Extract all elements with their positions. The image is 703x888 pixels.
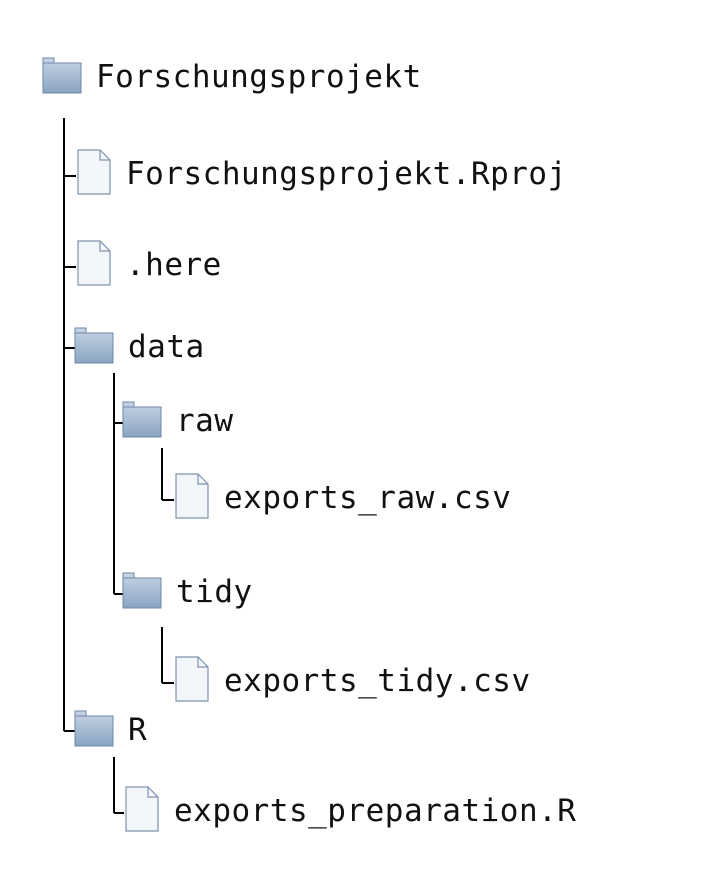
tree-node-file[interactable]: .here xyxy=(76,239,222,286)
tree-node-label: exports_raw.csv xyxy=(224,480,512,516)
tree-node-file[interactable]: exports_raw.csv xyxy=(174,472,512,519)
tree-node-folder[interactable]: tidy xyxy=(122,572,253,612)
tree-node-label: exports_preparation.R xyxy=(174,793,577,829)
tree-node-label: tidy xyxy=(176,574,253,610)
tree-node-label: data xyxy=(128,329,205,365)
folder-icon xyxy=(122,570,162,615)
tree-node-root[interactable]: Forschungsprojekt xyxy=(42,57,422,97)
tree-node-folder[interactable]: raw xyxy=(122,401,234,441)
tree-node-label: Forschungsprojekt.Rproj xyxy=(126,156,567,192)
tree-node-file[interactable]: Forschungsprojekt.Rproj xyxy=(76,148,567,195)
file-icon xyxy=(76,239,112,291)
folder-icon xyxy=(42,55,82,100)
file-icon xyxy=(76,148,112,200)
file-icon xyxy=(124,785,160,837)
tree-node-label: R xyxy=(128,712,148,748)
tree-node-label: Forschungsprojekt xyxy=(96,59,422,95)
tree-node-file[interactable]: exports_preparation.R xyxy=(124,785,577,832)
file-icon xyxy=(174,655,210,707)
folder-icon xyxy=(122,399,162,444)
folder-icon xyxy=(74,708,114,753)
file-icon xyxy=(174,472,210,524)
tree-node-folder[interactable]: R xyxy=(74,710,147,750)
tree-node-file[interactable]: exports_tidy.csv xyxy=(174,655,531,702)
tree-node-label: .here xyxy=(126,247,222,283)
tree-node-label: raw xyxy=(176,403,234,439)
tree-node-folder[interactable]: data xyxy=(74,327,205,367)
tree-node-label: exports_tidy.csv xyxy=(224,663,531,699)
folder-icon xyxy=(74,325,114,370)
